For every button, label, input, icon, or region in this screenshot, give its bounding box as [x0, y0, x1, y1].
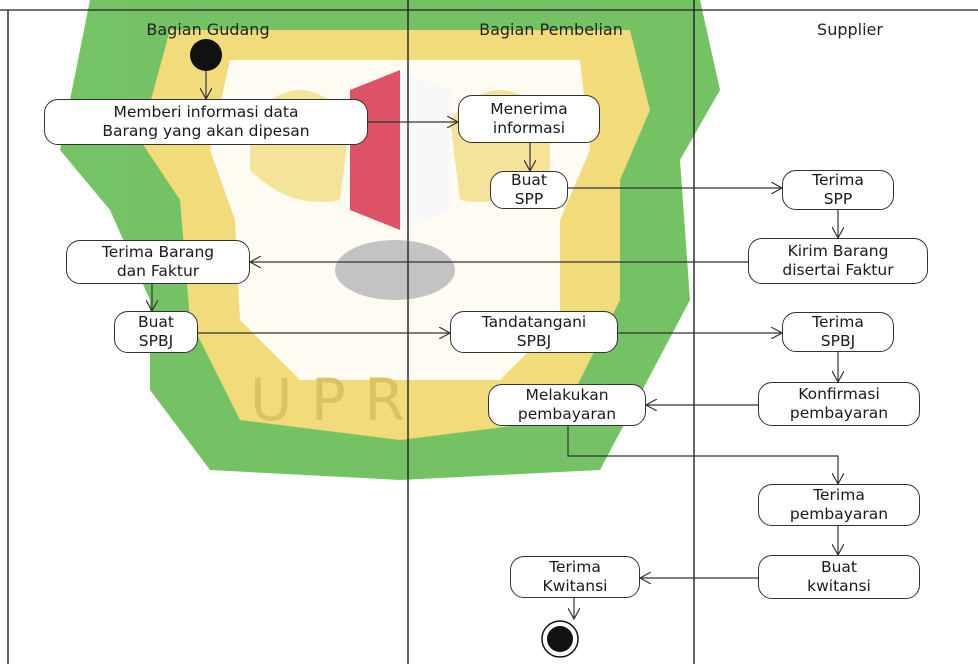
activity-tandatangani-spbj: Tandatangani SPBJ — [450, 311, 618, 353]
start-node — [190, 39, 222, 71]
lane-header-supplier: Supplier — [817, 20, 883, 39]
activity-buat-kwitansi: Buat kwitansi — [758, 555, 920, 599]
activity-terima-spbj: Terima SPBJ — [782, 312, 894, 352]
end-node-ring — [541, 620, 579, 658]
activity-kirim-barang: Kirim Barang disertai Faktur — [748, 238, 928, 284]
flow-a11-a12 — [567, 426, 838, 484]
seal-letters: U P R — [250, 366, 405, 434]
seal-white-shield — [400, 70, 450, 230]
activity-buat-spp: Buat SPP — [490, 171, 568, 209]
activity-terima-pembayaran: Terima pembayaran — [758, 484, 920, 526]
activity-terima-kwitansi: Terima Kwitansi — [510, 556, 640, 598]
activity-buat-spbj: Buat SPBJ — [114, 311, 198, 353]
seal-bowl — [335, 240, 455, 300]
activity-memberi-informasi: Memberi informasi data Barang yang akan … — [44, 99, 368, 145]
activity-menerima-informasi: Menerima informasi — [458, 95, 600, 143]
lane-header-gudang: Bagian Gudang — [146, 20, 270, 39]
activity-melakukan-pembayaran: Melakukan pembayaran — [488, 384, 646, 426]
activity-konfirmasi-pembayaran: Konfirmasi pembayaran — [758, 382, 920, 426]
activity-terima-spp: Terima SPP — [782, 170, 894, 210]
lane-header-pembelian: Bagian Pembelian — [479, 20, 623, 39]
activity-terima-barang: Terima Barang dan Faktur — [66, 240, 250, 284]
end-node — [547, 626, 573, 652]
